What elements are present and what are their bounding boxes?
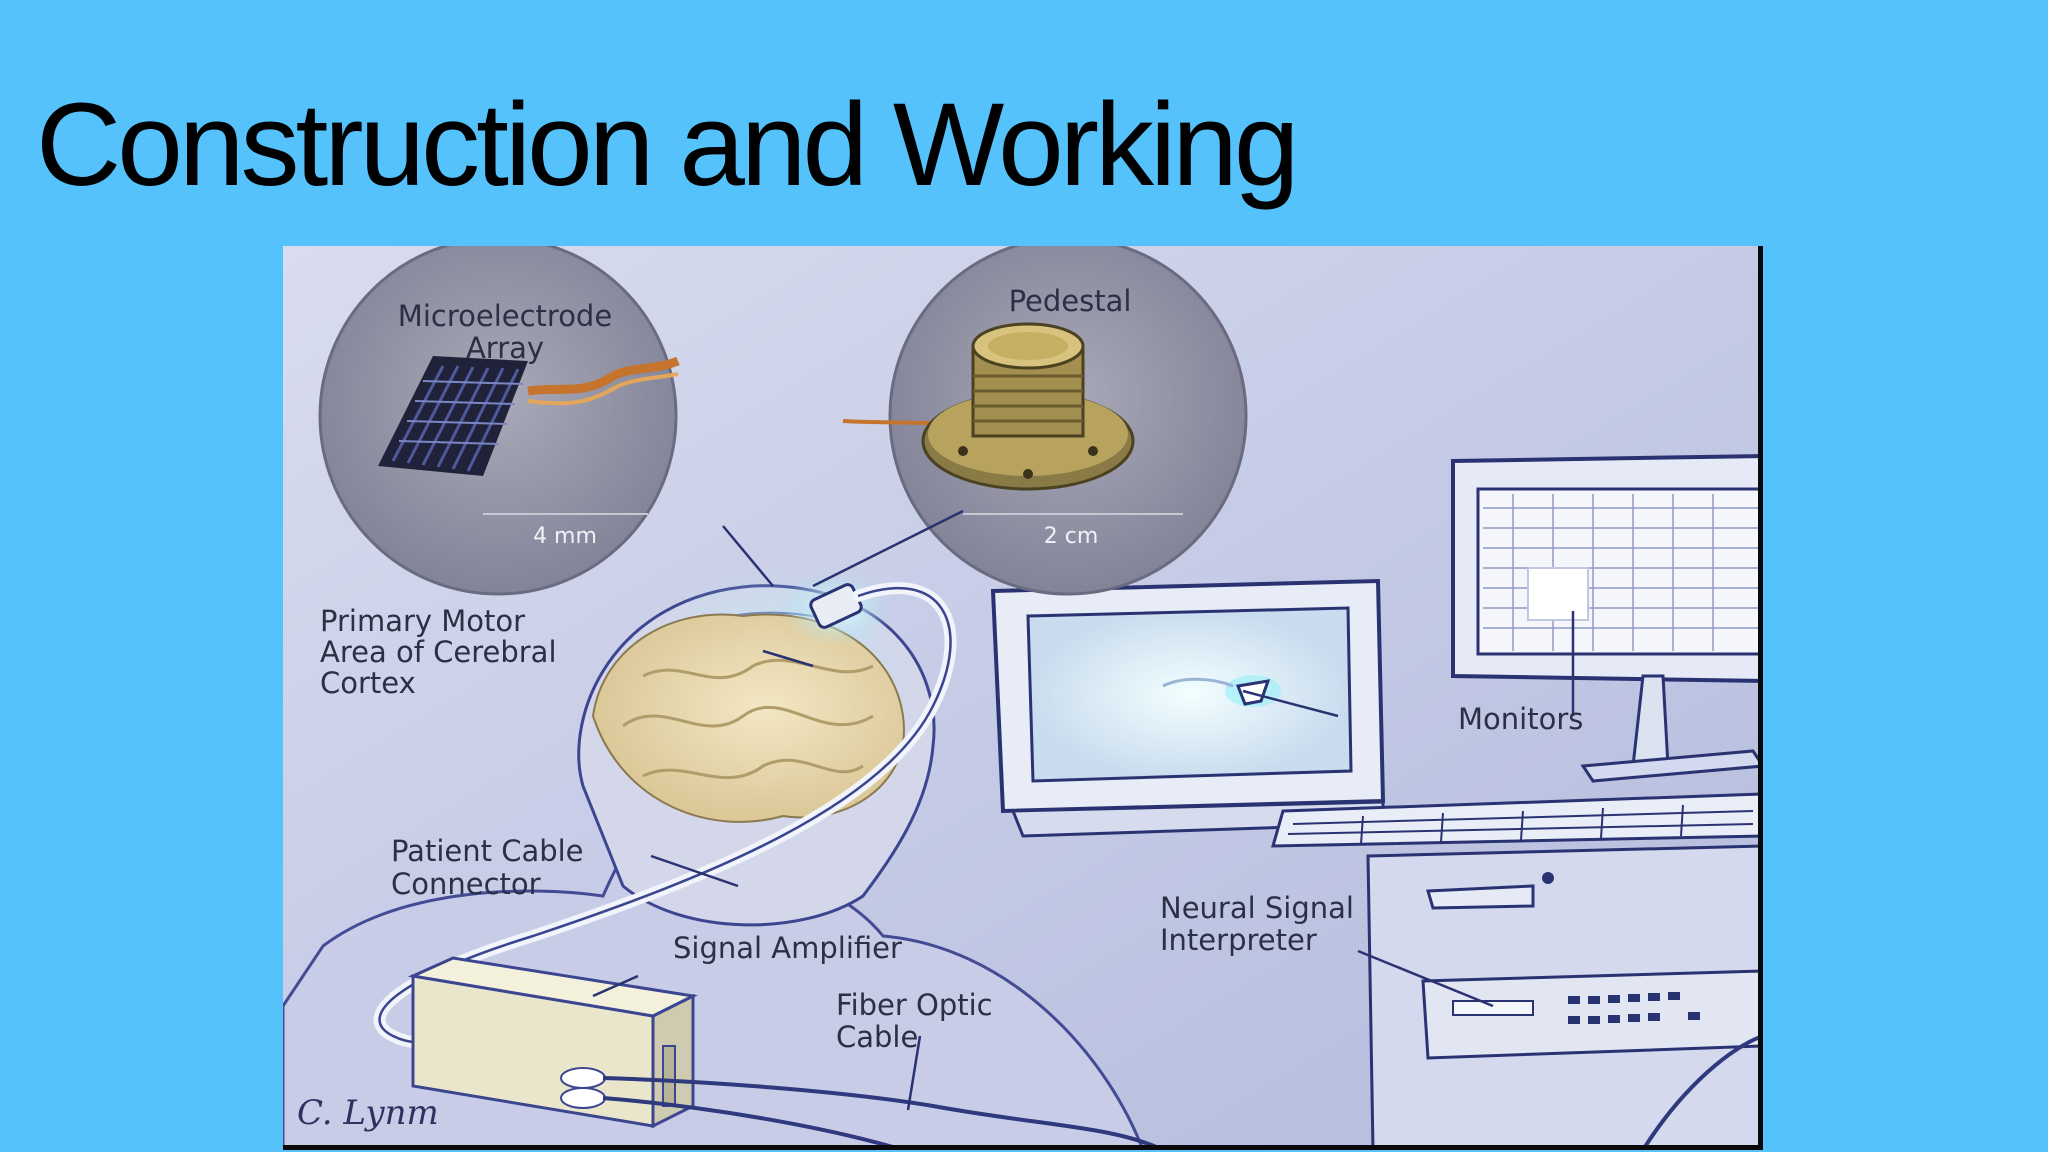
label-signal-amplifier: Signal Amplifier xyxy=(673,931,902,965)
scale-label-2cm: 2 cm xyxy=(1044,524,1099,549)
slide-title: Construction and Working xyxy=(36,79,1300,211)
keyboard xyxy=(1270,792,1758,848)
label-fiber-optic: Fiber Optic xyxy=(836,988,993,1022)
inset-label-microelectrode: Microelectrode xyxy=(398,299,612,333)
head-connector xyxy=(783,570,893,646)
scale-label-4mm: 4 mm xyxy=(533,524,597,549)
label-primary-motor: Primary Motor xyxy=(320,604,525,638)
artist-signature: C. Lynm xyxy=(297,1093,439,1133)
inset-label-pedestal: Pedestal xyxy=(1009,284,1132,318)
pedestal-inset: Pedestal 2 cm xyxy=(842,246,1248,596)
label-connector: Connector xyxy=(391,867,541,901)
label-neural-signal: Neural Signal xyxy=(1160,891,1354,925)
label-cerebral-area: Area of Cerebral xyxy=(320,635,557,669)
bci-illustration: Microelectrode Array 4 mm Pedestal 2 cm xyxy=(283,246,1763,1150)
microelectrode-array-inset: Microelectrode Array 4 mm xyxy=(318,246,680,596)
leader-lines xyxy=(592,509,1575,1111)
signal-amplifier-box xyxy=(407,956,698,1129)
inset-label-array: Array xyxy=(466,331,544,365)
label-interpreter: Interpreter xyxy=(1160,923,1317,957)
back-monitor xyxy=(1451,454,1758,783)
microelectrode-grid xyxy=(378,356,680,476)
label-monitors: Monitors xyxy=(1458,702,1583,736)
label-cortex: Cortex xyxy=(320,666,416,700)
front-monitor xyxy=(990,544,1386,838)
neural-signal-interpreter xyxy=(1366,844,1758,1145)
label-patient-cable: Patient Cable xyxy=(391,834,584,868)
fiber-optic-cable xyxy=(602,1076,1157,1145)
cerebral-cortex xyxy=(591,566,913,826)
label-cable: Cable xyxy=(836,1020,918,1054)
